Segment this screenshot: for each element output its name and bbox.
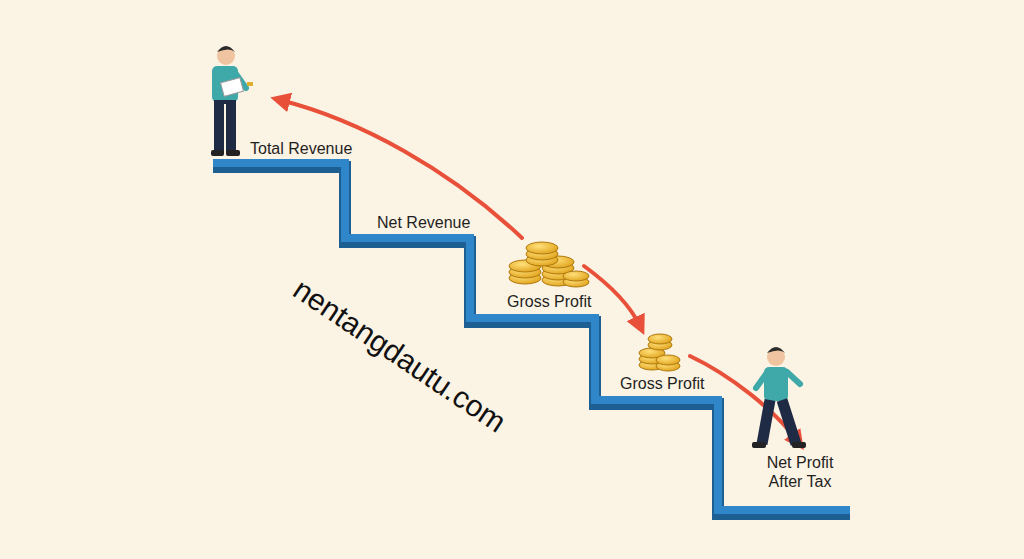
flow-arrows [280, 100, 798, 442]
step-label: Gross Profit [507, 292, 591, 311]
coin-pile-small [639, 334, 680, 371]
coin-pile [509, 242, 589, 287]
staircase [213, 163, 850, 514]
person-top [211, 46, 253, 156]
step-label: Total Revenue [250, 139, 352, 158]
person-bottom [752, 347, 806, 448]
watermark: nentangdautu.com [287, 272, 512, 439]
step-label: Gross Profit [620, 374, 704, 393]
step-label: Net Revenue [377, 213, 470, 232]
step-label: Net Profit After Tax [752, 453, 848, 491]
